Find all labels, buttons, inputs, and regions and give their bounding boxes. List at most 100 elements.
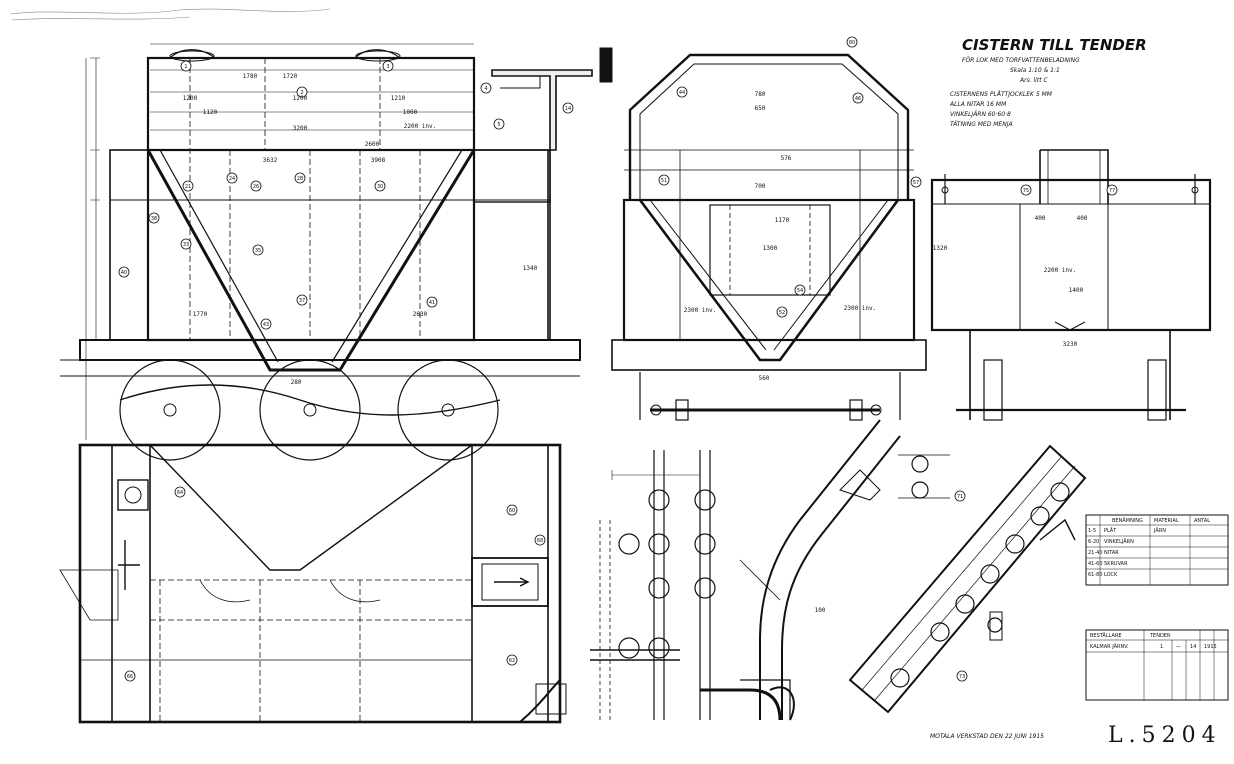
callout-label: 57 [913,180,919,186]
parts-cell: 41-60 [1088,561,1103,567]
order-header: BESTÄLLARE [1090,632,1122,639]
dimension-label: 1210 [391,95,406,102]
dimension-label: 1300 [763,245,778,252]
drawing-subtitle: FÖR LOK MED TORFVATTENBELADNING [962,57,1080,64]
dimension-label: 1120 [203,109,218,116]
callout-labels: 1 2 3 4 5 14 21 24 26 28 30 33 35 37 38 … [121,40,1115,680]
dimension-label: 2200 inv. [404,123,437,130]
callout-label: 24 [229,176,235,182]
dimension-label: 2600 [365,141,380,148]
note-line: ALLA NITAR 16 MM [949,101,1007,108]
parts-cell: LOCK [1104,572,1118,578]
dimension-label: 3908 [371,157,386,164]
parts-cell: PLÅT [1104,527,1117,534]
dimension-label: 650 [755,105,766,112]
callout-bubbles [118,36,1118,682]
note-line: CISTERNENS PLÅTTJOCKLEK 5 MM [950,91,1053,98]
callout-label: 37 [299,298,305,304]
callout-label: 21 [185,184,191,190]
dimension-label: 1770 [193,311,208,318]
dimension-label: 1000 [403,109,418,116]
drawing-number: L.5204 [1108,723,1222,748]
order-header: TENDER [1149,633,1171,639]
order-cell: 1 [1160,644,1163,650]
parts-cell: 6-20 [1088,539,1099,545]
callout-label: 46 [855,96,861,102]
dimension-label: 3200 [293,125,308,132]
callout-label: 62 [509,658,515,664]
callout-label: 43 [263,322,269,328]
callout-label: 38 [151,216,157,222]
callout-label: 66 [127,674,133,680]
order-cell: — [1176,644,1181,650]
diagonal-strip-detail [848,444,1087,714]
dimension-label: 576 [781,155,792,162]
rivet-joint-details [590,450,791,721]
dimension-label: 100 [815,607,826,614]
dimension-label: 780 [755,91,766,98]
notes-block: CISTERNENS PLÅTTJOCKLEK 5 MM ALLA NITAR … [949,91,1053,128]
dimension-label: 2300 inv. [684,307,717,314]
callout-label: 41 [429,300,435,306]
dimension-label: 1200 [183,95,198,102]
callout-label: 75 [1023,188,1029,194]
order-table [1085,629,1229,701]
dimension-label: 2300 inv. [844,305,877,312]
callout-label: 73 [959,674,965,680]
callout-label: 68 [537,538,543,544]
parts-table-text: BENÄMNING MATERIAL ANTAL 1-5 PLÅT JÄRN 6… [1088,517,1210,578]
callout-label: 77 [1109,188,1115,194]
parts-table [1085,514,1229,586]
callout-label: 3 [386,64,389,70]
callout-label: 54 [797,288,803,294]
callout-label: 80 [849,40,855,46]
parts-cell: NITAR [1104,550,1119,556]
dimension-label: 560 [759,375,770,382]
callout-label: 51 [661,178,667,184]
callout-label: 71 [957,494,963,500]
end-elevation-view [611,53,927,421]
dimension-label: 1320 [933,245,948,252]
angle-iron-detail [491,47,613,151]
callout-label: 5 [497,122,500,128]
parts-header: MATERIAL [1154,518,1179,524]
order-cell: KALMAR JÄRNV. [1090,643,1129,650]
callout-label: 60 [509,508,515,514]
parts-cell: JÄRN [1153,527,1166,534]
callout-label: 44 [679,90,685,96]
dimension-label: 1780 [243,73,258,80]
parts-header: BENÄMNING [1112,517,1143,524]
callout-label: 52 [779,310,785,316]
order-cell: 1915 [1204,644,1217,650]
dimension-label: 3230 [1063,341,1078,348]
dimension-label: 1170 [775,217,790,224]
callout-label: 33 [183,242,189,248]
callout-label: 28 [297,176,303,182]
callout-label: 35 [255,248,261,254]
parts-header: ANTAL [1194,518,1210,524]
dimension-label: 1400 [1069,287,1084,294]
order-table-text: BESTÄLLARE TENDER KALMAR JÄRNV. 1 — 14 1… [1090,632,1217,650]
plan-view [59,443,567,724]
dimension-label: 2630 [413,311,428,318]
dimension-label: 700 [755,183,766,190]
dimension-label: 400 [1077,215,1088,222]
dimension-labels: 1780 1720 1200 1200 1210 2200 inv. 3632 … [183,73,1088,614]
callout-label: 40 [121,270,127,276]
curved-corner-detail [739,419,950,721]
signature-line: MOTALA VERKSTAD DEN 22 JUNI 1915 [930,733,1044,740]
parts-cell: 21-40 [1088,550,1103,556]
note-line: VINKELJÄRN 60·60·8 [950,111,1011,118]
dimension-label: 1720 [283,73,298,80]
side-elevation-view [60,43,581,461]
note-line: TÄTNING MED MENJA [950,121,1013,128]
order-cell: 14 [1190,644,1196,650]
parts-cell: 61-80 [1088,572,1103,578]
parts-cell: 1-5 [1088,528,1096,534]
dimension-label: 1340 [523,265,538,272]
dimension-label: 400 [1035,215,1046,222]
title-block: CISTERN TILL TENDER FÖR LOK MED TORFVATT… [962,36,1147,84]
drawing-designation: Ars. litt C [1019,77,1048,84]
callout-label: 1 [184,64,187,70]
